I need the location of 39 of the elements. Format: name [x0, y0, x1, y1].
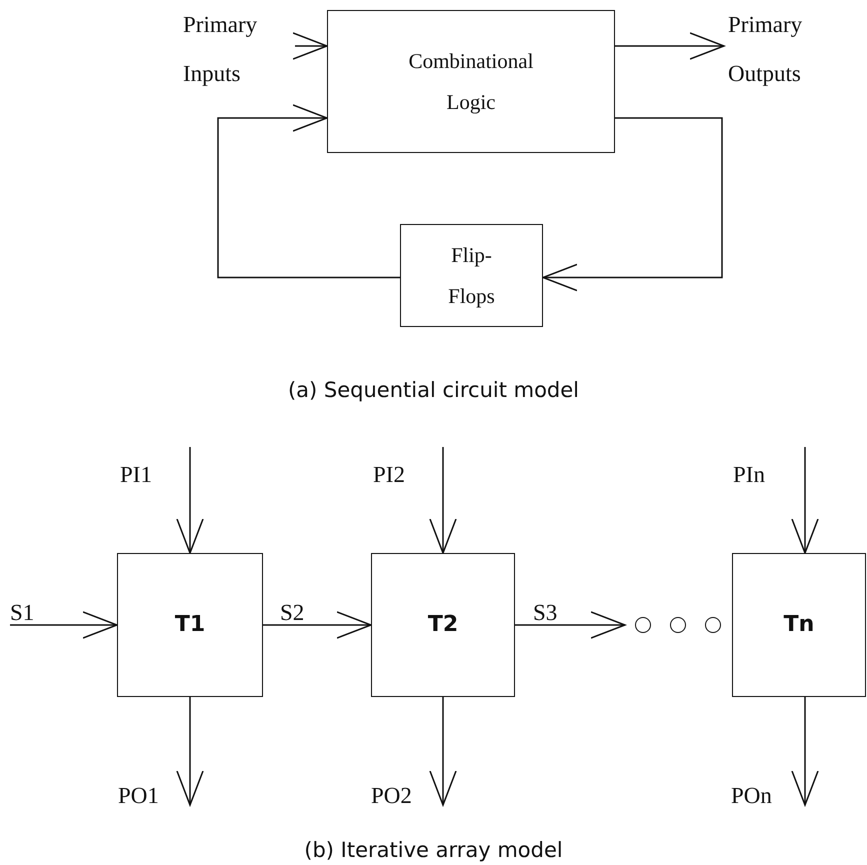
edge-label: PO2: [371, 783, 412, 809]
edge-label: PI2: [373, 462, 405, 488]
arrow: [791, 447, 819, 554]
arrow: [791, 697, 819, 806]
signal-label: Primary Outputs: [728, 0, 848, 98]
arrow: [176, 697, 204, 806]
edge-label: S3: [533, 600, 558, 626]
box-label: T2: [428, 612, 458, 638]
process-box: [117, 553, 263, 697]
circle: [670, 617, 686, 633]
signal-label: Primary Inputs: [183, 0, 295, 98]
edge-label: PI1: [120, 462, 152, 488]
arrow: [515, 611, 626, 639]
arrow: [542, 117, 723, 292]
process-box: [327, 10, 615, 153]
arrow: [176, 447, 204, 554]
process-box: [732, 553, 866, 697]
box-label: Combinational Logic: [408, 48, 534, 116]
box-label: Flip- Flops: [447, 242, 496, 310]
process-box: [400, 224, 543, 327]
arrow: [263, 611, 372, 639]
edge-label: PIn: [733, 462, 765, 488]
edge-label: PO1: [118, 783, 159, 809]
circle: [705, 617, 721, 633]
box-label: T1: [174, 612, 206, 638]
edge-label: S1: [10, 600, 34, 626]
figure-caption: (b) Iterative array model: [303, 838, 564, 862]
arrow: [10, 611, 118, 639]
figure-caption: (a) Sequential circuit model: [286, 378, 580, 402]
arrow: [429, 447, 457, 554]
process-box: [371, 553, 515, 697]
arrow: [429, 697, 457, 806]
edge-label: S2: [280, 600, 304, 626]
box-label: Tn: [784, 612, 814, 638]
circle: [635, 617, 651, 633]
arrow: [615, 32, 725, 60]
arrow: [292, 32, 328, 60]
edge-label: POn: [731, 783, 772, 809]
arrow: [217, 104, 400, 278]
